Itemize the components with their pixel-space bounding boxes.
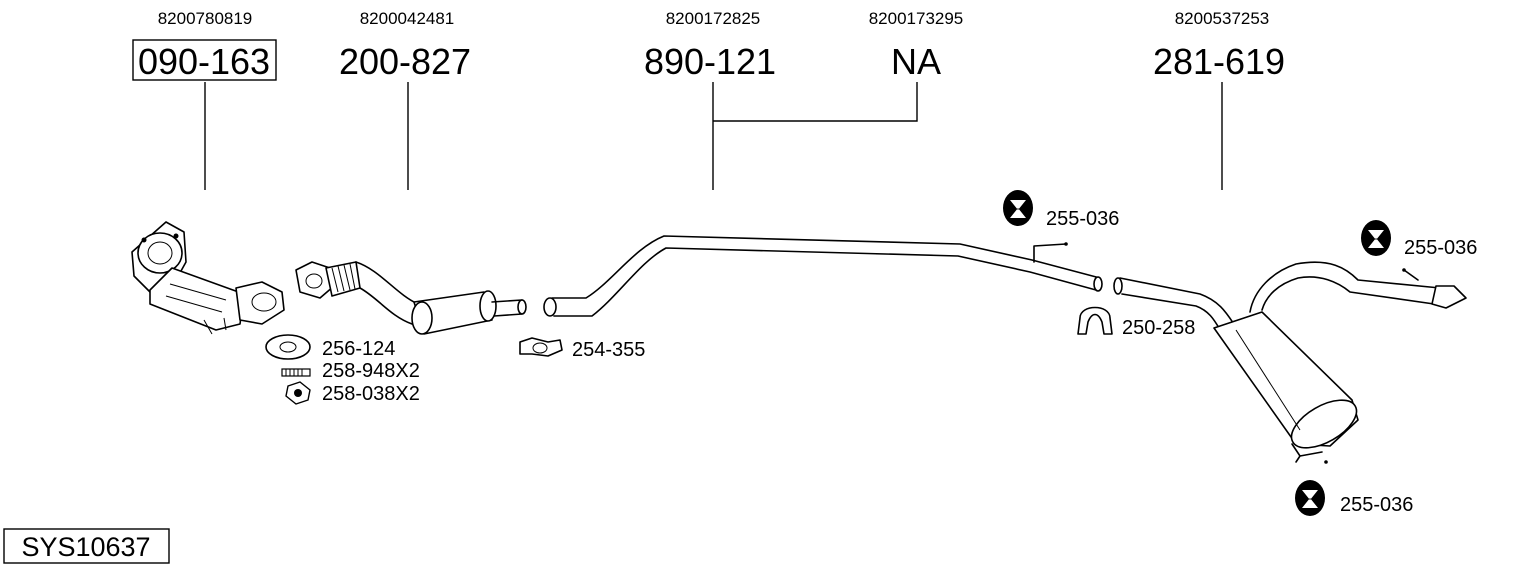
oem-number: 8200042481 (360, 9, 455, 28)
part-090-163[interactable]: 8200780819 090-163 (132, 9, 277, 190)
accessory-label-gasket: 256-124 (322, 338, 395, 360)
part-890-121[interactable]: 8200172825 890-121 (644, 9, 776, 190)
bolt-icon (281, 368, 311, 377)
accessory-label-nut: 258-038X2 (322, 383, 420, 405)
leader-line (713, 82, 918, 122)
catalytic-converter-drawing[interactable] (131, 221, 285, 335)
rear-silencer-drawing[interactable] (1113, 261, 1467, 464)
rubber-mount-icon-2 (1361, 220, 1391, 256)
part-200-827[interactable]: 8200042481 200-827 (339, 9, 471, 190)
accessory-label-bolt: 258-948X2 (322, 360, 420, 382)
gasket-icon (265, 334, 311, 360)
oem-number: 8200172825 (666, 9, 761, 28)
clamp-icon-2 (1077, 306, 1113, 335)
oem-number: 8200780819 (158, 9, 253, 28)
oem-number: 8200173295 (869, 9, 964, 28)
part-na[interactable]: 8200173295 NA (713, 9, 964, 122)
part-number: 890-121 (644, 41, 776, 82)
part-number: 281-619 (1153, 41, 1285, 82)
system-code-box: SYS10637 (3, 528, 170, 564)
rubber-mount-icon-1 (1003, 190, 1033, 226)
accessory-label-clamp-2: 250-258 (1122, 317, 1195, 339)
nut-icon (285, 381, 311, 405)
intermediate-pipe-drawing[interactable] (543, 235, 1103, 317)
front-pipe-silencer-drawing[interactable] (295, 261, 527, 335)
part-number-box (132, 39, 277, 81)
part-number: 090-163 (138, 41, 270, 82)
accessory-label-clamp: 254-355 (572, 339, 645, 361)
accessory-label-mount-1: 255-036 (1046, 208, 1119, 230)
oem-number: 8200537253 (1175, 9, 1270, 28)
part-number: NA (891, 41, 941, 82)
accessory-label-mount-3: 255-036 (1340, 494, 1413, 516)
system-code: SYS10637 (21, 532, 150, 562)
rubber-mount-icon-3 (1295, 480, 1325, 516)
clamp-icon (519, 337, 563, 357)
part-281-619[interactable]: 8200537253 281-619 (1153, 9, 1285, 190)
accessory-label-mount-2: 255-036 (1404, 237, 1477, 259)
part-number: 200-827 (339, 41, 471, 82)
